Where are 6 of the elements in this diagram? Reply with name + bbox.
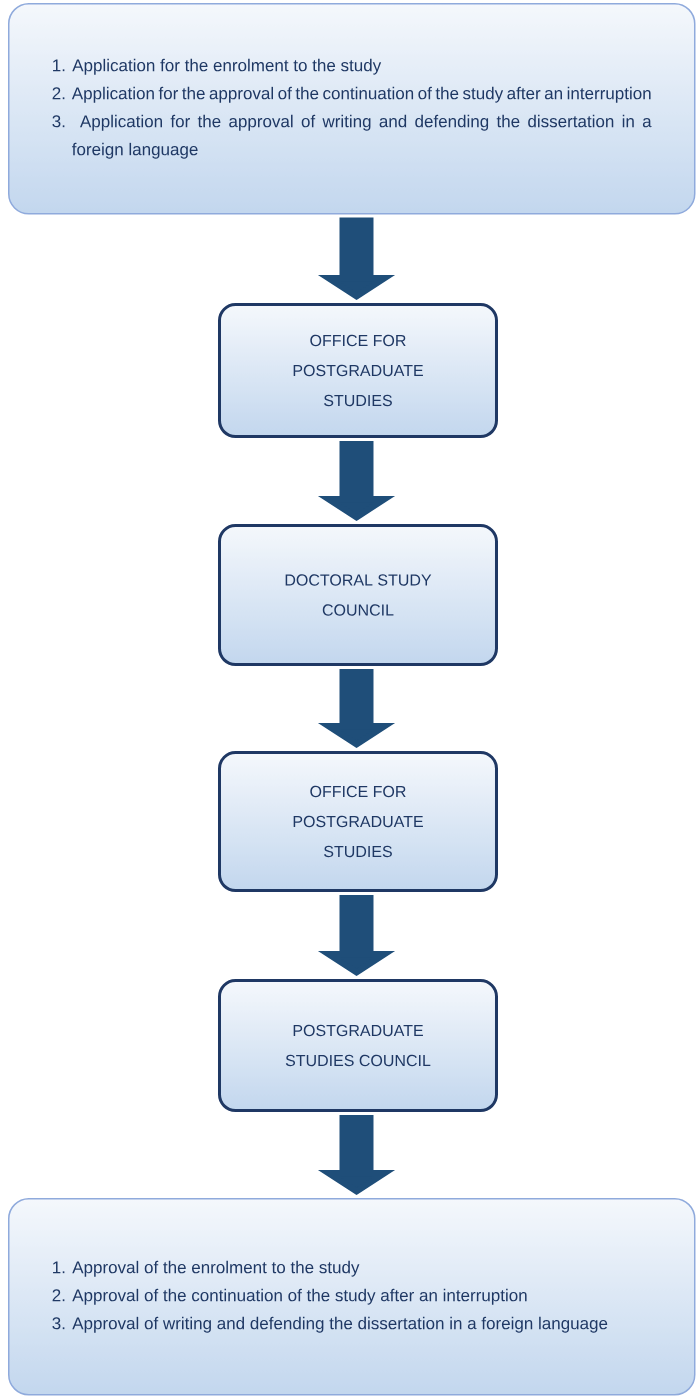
process-box: DOCTORAL STUDY COUNCIL bbox=[218, 524, 498, 666]
list-box: 1. Application for the enrolment to the study 2. Application for the approval of the continuation of the study after an interruption 3. Application for the approval of writing and defending the dissertation in a foreign language bbox=[8, 3, 696, 215]
process-box: POSTGRADUATE STUDIES COUNCIL bbox=[218, 979, 498, 1112]
list-box: 1. Approval of the enrolment to the study 2. Approval of the continuation of the study after an interruption 3. Approval of writing and defending the dissertation in a foreign language bbox=[8, 1198, 696, 1396]
process-box: OFFICE FOR POSTGRADUATE STUDIES bbox=[218, 303, 498, 438]
process-box: OFFICE FOR POSTGRADUATE STUDIES bbox=[218, 751, 498, 892]
